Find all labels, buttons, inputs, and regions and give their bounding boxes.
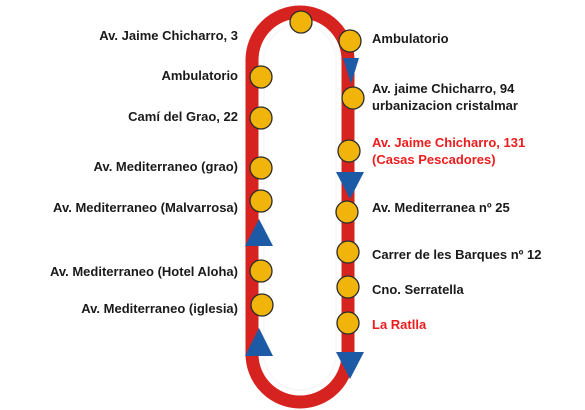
arrow-down-icon: [343, 58, 359, 84]
stop-label-left-2: Ambulatorio: [161, 68, 238, 83]
route-loop-inner: [263, 23, 337, 391]
stop-right-5: [336, 240, 360, 264]
stop-right-3: [337, 139, 361, 163]
stop-label-left-5: Av. Mediterraneo (Malvarrosa): [53, 200, 238, 215]
stop-left-1: [249, 65, 273, 89]
stop-left-4: [249, 189, 273, 213]
stop-label-right-4: Av. Mediterranea nº 25: [372, 200, 510, 215]
stop-label-right-1: Ambulatorio: [372, 31, 449, 46]
stop-right-7: [336, 311, 360, 335]
stop-left-5: [249, 259, 273, 283]
stop-right-2: [341, 86, 365, 110]
stop-right-4: [335, 200, 359, 224]
stop-label-right-3: Av. Jaime Chicharro, 131: [372, 135, 526, 150]
stop-label-right-3b: (Casas Pescadores): [372, 152, 496, 167]
stop-label-left-3: Camí del Grao, 22: [128, 109, 238, 124]
stop-label-right-2b: urbanizacion cristalmar: [372, 98, 518, 113]
arrow-up-icon: [245, 328, 273, 356]
stop-label-left-7: Av. Mediterraneo (iglesia): [81, 301, 238, 316]
stop-label-right-6: Cno. Serratella: [372, 282, 464, 297]
stop-label-right-2: Av. jaime Chicharro, 94: [372, 81, 515, 96]
stop-label-right-7: La Ratlla: [372, 317, 427, 332]
stop-label-left-6: Av. Mediterraneo (Hotel Aloha): [49, 264, 238, 279]
stop-left-3: [249, 156, 273, 180]
stop-left-2: [249, 106, 273, 130]
stop-left-6: [250, 293, 274, 317]
stop-label-right-5: Carrer de les Barques nº 12: [372, 247, 542, 262]
arrow-down-icon: [336, 352, 364, 379]
stop-right-1: [338, 29, 362, 53]
stop-label-left-1: Av. Jaime Chicharro, 3: [99, 28, 238, 43]
stop-top: [289, 10, 313, 34]
arrow-up-icon: [245, 219, 273, 246]
stop-right-6: [336, 275, 360, 299]
stop-label-left-4: Av. Mediterraneo (grao): [93, 159, 238, 174]
stops-group: [249, 10, 365, 335]
arrow-down-icon: [336, 172, 364, 199]
